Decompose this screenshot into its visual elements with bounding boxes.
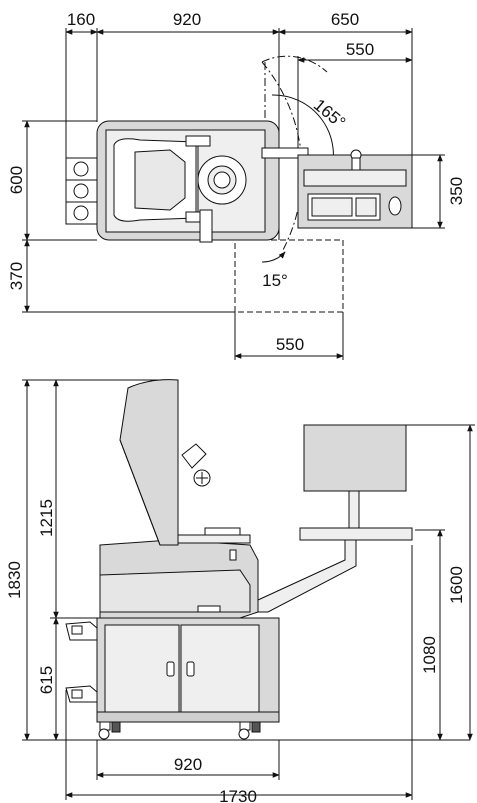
side-monitor-post (348, 489, 360, 529)
label-920-bottom: 920 (174, 755, 202, 774)
plan-chair-seat (134, 149, 186, 211)
label-615: 615 (37, 666, 56, 694)
plan-pedal-1 (73, 161, 89, 177)
plan-pedal-2 (73, 183, 89, 199)
label-1080: 1080 (420, 636, 439, 674)
side-monitor-screen (303, 424, 407, 492)
side-body-band (99, 569, 251, 613)
plan-keyboard-keys (311, 197, 353, 217)
side-backrest-edge (119, 439, 161, 546)
plan-column (199, 209, 213, 243)
side-handle-left (166, 661, 175, 677)
plan-monitor-stem (351, 157, 361, 171)
plan-arm-top (185, 135, 211, 147)
label-165: 165° (310, 95, 349, 132)
plan-view (22, 28, 445, 360)
side-handle-right (186, 661, 195, 677)
label-160: 160 (67, 10, 95, 29)
side-eyepiece (181, 443, 207, 469)
plan-monitor (303, 169, 407, 187)
label-1600: 1600 (447, 566, 466, 604)
label-1215: 1215 (37, 499, 56, 537)
label-1730: 1730 (219, 787, 257, 803)
label-350: 350 (447, 177, 466, 205)
dashed-clearance-area (234, 239, 344, 313)
side-monitor-arm (257, 539, 357, 613)
plan-pedal-3 (73, 205, 89, 221)
side-plate-small (197, 605, 221, 613)
label-650: 650 (331, 10, 359, 29)
plan-monitor-arm (261, 147, 309, 159)
side-dimension-labels: 1830 1215 615 1080 1600 920 1730 (5, 499, 466, 803)
side-casters (98, 721, 261, 740)
label-1830: 1830 (5, 561, 24, 599)
plan-keypad (355, 197, 377, 217)
side-view (22, 379, 475, 800)
label-920-top: 920 (173, 10, 201, 29)
side-backrest (119, 379, 179, 546)
plan-lens-inner (213, 171, 231, 189)
label-15: 15° (262, 271, 288, 290)
side-cabinet-plinth (96, 711, 280, 723)
plan-mouse (388, 196, 402, 216)
side-monitor-tray (299, 527, 413, 541)
side-indicator (229, 549, 237, 561)
label-600: 600 (7, 166, 26, 194)
side-lens-cap (204, 527, 241, 536)
label-550-bottom: 550 (276, 335, 304, 354)
label-550-top: 550 (346, 40, 374, 59)
label-370: 370 (7, 262, 26, 290)
side-pedals (65, 621, 98, 703)
angle-arc-15 (261, 251, 286, 263)
plan-pedal-box (65, 157, 98, 225)
